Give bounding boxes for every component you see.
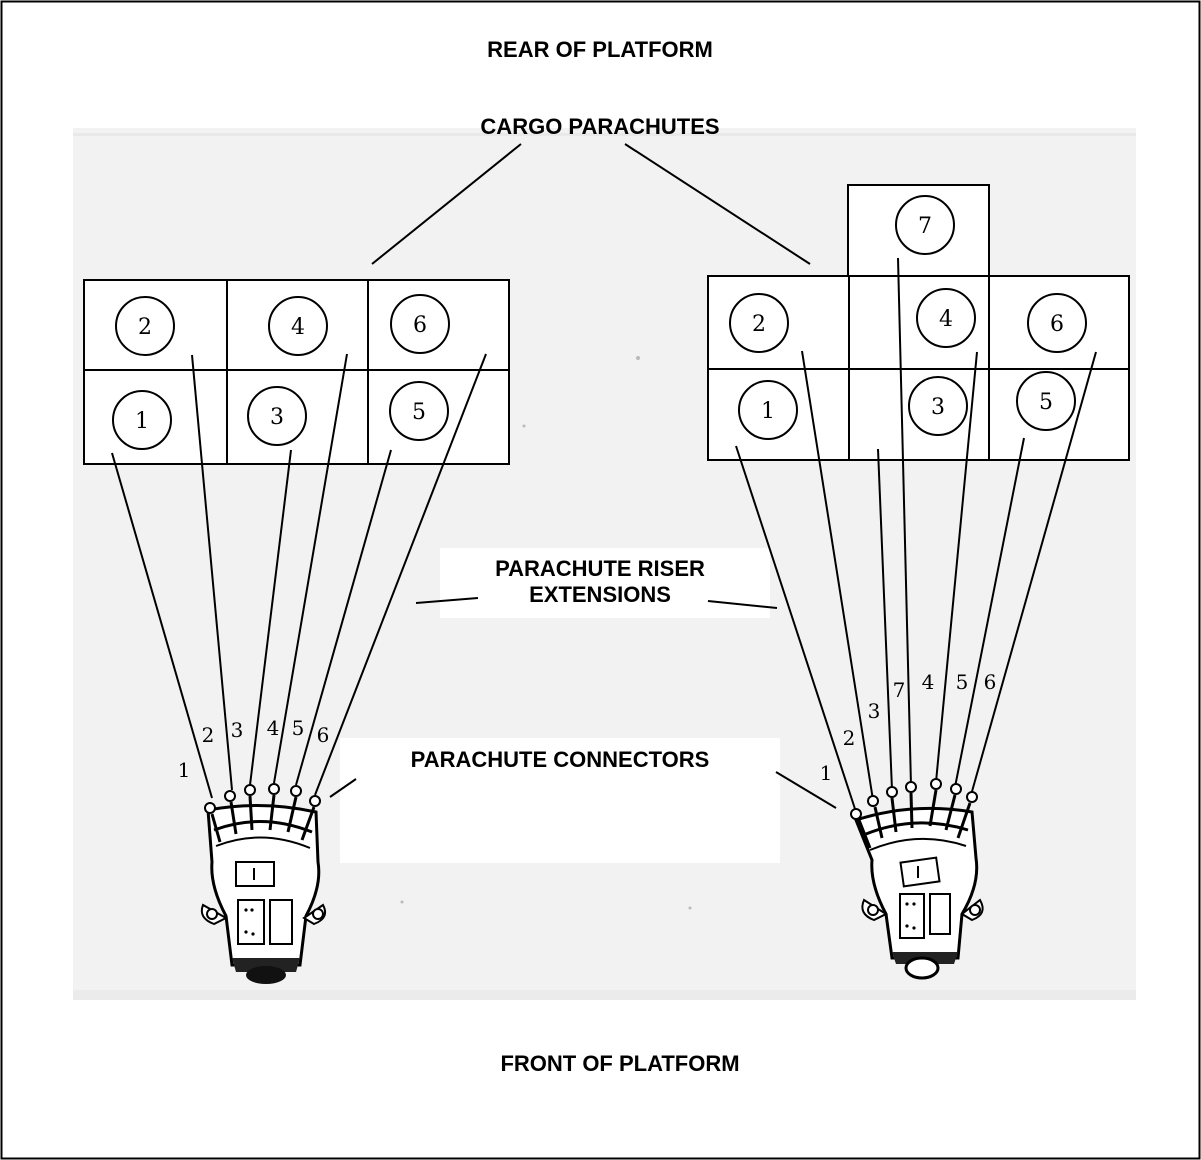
left-riser-5 (295, 449, 392, 786)
right-riser-number-6: 6 (984, 670, 997, 694)
left-parachute-2 (115, 296, 175, 356)
right-riser-2 (801, 350, 874, 801)
left-riser-2 (191, 354, 233, 791)
left-parachute-4 (268, 296, 328, 356)
connector-leader-left (329, 778, 357, 798)
riser-label-line2: EXTENSIONS (529, 582, 671, 607)
right-riser-number-4: 4 (922, 670, 935, 694)
cargo-parachutes-label: CARGO PARACHUTES (480, 114, 720, 139)
right-parachute-5 (1016, 371, 1076, 431)
left-riser-4 (273, 353, 348, 784)
left-parachute-3 (247, 386, 307, 446)
right-riser-number-7: 7 (893, 678, 906, 702)
left-riser-number-6: 6 (317, 723, 330, 747)
connector-label-backdrop (340, 738, 780, 863)
riser-label-backdrop (440, 548, 770, 618)
callout-leaders (329, 143, 837, 809)
left-parachute-3-label: 3 (270, 405, 284, 430)
right-parachute-6-label: 6 (1050, 312, 1064, 337)
left-riser-number-2: 2 (202, 723, 215, 747)
left-riser-extensions (111, 353, 487, 799)
right-riser-7 (897, 257, 912, 787)
rear-of-platform-label: REAR OF PLATFORM (487, 37, 713, 62)
left-parachute-5 (389, 381, 449, 441)
left-parachute-connector-assembly (200, 783, 327, 984)
left-parachute-1-label: 1 (135, 409, 149, 434)
left-parachute-1 (112, 390, 172, 450)
right-parachute-1 (738, 380, 798, 440)
riser-label-line1: PARACHUTE RISER (495, 556, 705, 581)
left-riser-3 (249, 449, 292, 786)
parachute-riser-extensions-label: PARACHUTE RISER EXTENSIONS (420, 556, 780, 608)
right-riser-number-5: 5 (956, 670, 969, 694)
right-riser-3 (877, 448, 893, 791)
right-riser-number-1: 1 (820, 761, 833, 785)
right-riser-5 (954, 437, 1025, 788)
left-parachute-4-label: 4 (291, 315, 305, 340)
scan-specks (400, 356, 692, 910)
parachute-connectors-label: PARACHUTE CONNECTORS (410, 747, 710, 772)
right-riser-1 (735, 445, 857, 813)
left-parachute-2-label: 2 (138, 315, 152, 340)
left-riser-number-4: 4 (267, 716, 280, 740)
right-parachute-7 (895, 195, 955, 255)
left-riser-number-1: 1 (178, 758, 191, 782)
left-riser-number-3: 3 (231, 718, 244, 742)
left-parachute-6 (390, 294, 450, 354)
right-riser-number-3: 3 (868, 699, 881, 723)
left-riser-1 (111, 452, 213, 799)
left-riser-number-5: 5 (292, 716, 305, 740)
front-of-platform-label: FRONT OF PLATFORM (500, 1051, 740, 1076)
right-parachute-2-label: 2 (752, 312, 766, 337)
right-parachute-5-label: 5 (1039, 390, 1053, 415)
riser-leader-right (707, 600, 778, 609)
riser-leader-left (415, 597, 479, 604)
right-parachute-4 (916, 288, 976, 348)
right-parachute-1-label: 1 (761, 399, 775, 424)
right-parachute-3-label: 3 (931, 395, 945, 420)
right-parachute-6 (1027, 293, 1087, 353)
right-parachute-connector-assembly (850, 778, 984, 980)
right-parachute-7-label: 7 (918, 214, 932, 239)
left-parachute-5-label: 5 (412, 400, 426, 425)
right-riser-4 (935, 351, 978, 783)
right-parachute-3 (908, 376, 968, 436)
cargo-leader-left (371, 143, 522, 265)
cargo-leader-right (624, 143, 811, 265)
right-parachute-circles (729, 195, 1087, 440)
left-parachute-6-label: 6 (413, 313, 427, 338)
right-riser-extensions (735, 257, 1097, 813)
left-parachute-circles (112, 294, 450, 450)
right-riser-number-2: 2 (843, 726, 856, 750)
left-riser-6 (314, 353, 487, 796)
right-parachute-2 (729, 293, 789, 353)
right-parachute-4-label: 4 (939, 307, 953, 332)
connector-leader-right (775, 771, 837, 809)
right-riser-6 (970, 351, 1097, 796)
